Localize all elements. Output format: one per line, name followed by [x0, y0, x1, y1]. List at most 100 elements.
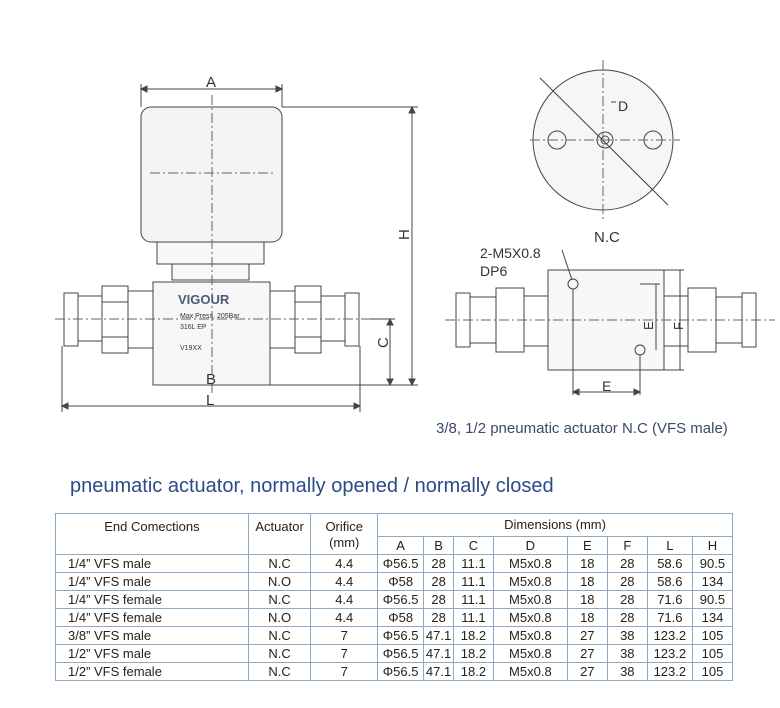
header-end-connections: End Comections: [55, 513, 249, 555]
cell-d: M5x0.8: [492, 626, 568, 645]
cell-d: M5x0.8: [492, 554, 568, 573]
cell-act: N.C: [247, 644, 312, 663]
cell-c: 18.2: [452, 644, 494, 663]
model-text: V19XX: [180, 345, 202, 352]
cell-b: 28: [423, 572, 454, 591]
cell-a: Φ58: [377, 572, 425, 591]
cell-d: M5x0.8: [492, 662, 568, 681]
cell-a: Φ56.5: [377, 590, 425, 609]
depth-label: DP6: [480, 263, 507, 279]
cell-end: 3/8” VFS male: [55, 626, 249, 645]
cell-c: 11.1: [452, 572, 494, 591]
header-dim-b: B: [423, 536, 454, 555]
cell-h: 90.5: [691, 590, 734, 609]
cell-e: 27: [566, 626, 608, 645]
cell-h: 134: [691, 572, 734, 591]
cell-orifice: 7: [310, 644, 379, 663]
cell-e: 27: [566, 644, 608, 663]
cell-l: 123.2: [646, 644, 693, 663]
figure-caption: 3/8, 1/2 pneumatic actuator N.C (VFS mal…: [436, 420, 728, 437]
cell-act: N.O: [247, 608, 312, 627]
cell-e: 18: [566, 554, 608, 573]
cell-act: N.C: [247, 554, 312, 573]
cell-f: 28: [606, 554, 648, 573]
cell-c: 11.1: [452, 590, 494, 609]
header-dim-f: F: [606, 536, 648, 555]
actuator-neck: [156, 241, 265, 265]
cell-a: Φ56.5: [377, 554, 425, 573]
cell-c: 18.2: [452, 626, 494, 645]
cell-end: 1/4” VFS male: [55, 554, 249, 573]
brand-logo: VIGOUR: [178, 292, 230, 307]
cell-d: M5x0.8: [492, 590, 568, 609]
cell-e: 18: [566, 608, 608, 627]
cell-a: Φ56.5: [377, 626, 425, 645]
cell-b: 28: [423, 590, 454, 609]
dim-label-a: A: [206, 74, 216, 91]
cell-act: N.O: [247, 572, 312, 591]
dim-label-f: F: [671, 322, 686, 330]
cell-orifice: 4.4: [310, 572, 379, 591]
cell-d: M5x0.8: [492, 572, 568, 591]
header-dim-d: D: [492, 536, 568, 555]
cell-a: Φ58: [377, 608, 425, 627]
cell-b: 47.1: [423, 662, 454, 681]
cell-orifice: 4.4: [310, 590, 379, 609]
cell-a: Φ56.5: [377, 662, 425, 681]
cell-l: 71.6: [646, 608, 693, 627]
cell-d: M5x0.8: [492, 608, 568, 627]
cell-orifice: 7: [310, 626, 379, 645]
cell-l: 71.6: [646, 590, 693, 609]
cell-f: 38: [606, 644, 648, 663]
cell-h: 90.5: [691, 554, 734, 573]
header-dim-c: C: [452, 536, 494, 555]
cell-end: 1/4” VFS female: [55, 608, 249, 627]
header-orifice: Orifice (mm): [310, 513, 379, 555]
section-title: pneumatic actuator, normally opened / no…: [70, 475, 554, 497]
cell-end: 1/2” VFS female: [55, 662, 249, 681]
cell-orifice: 4.4: [310, 608, 379, 627]
cell-l: 123.2: [646, 662, 693, 681]
dim-label-e-vertical: E: [641, 321, 656, 330]
cell-l: 58.6: [646, 554, 693, 573]
cell-act: N.C: [247, 662, 312, 681]
cell-f: 38: [606, 662, 648, 681]
cell-orifice: 7: [310, 662, 379, 681]
dim-label-h: H: [396, 229, 413, 240]
cell-b: 47.1: [423, 644, 454, 663]
header-actuator: Actuator: [247, 513, 312, 555]
max-press-text: Max Press. 205Bar: [180, 313, 240, 320]
cell-e: 18: [566, 590, 608, 609]
dim-label-e: E: [602, 378, 611, 394]
cell-c: 11.1: [452, 554, 494, 573]
material-text: 316L EP: [180, 324, 207, 331]
cell-l: 58.6: [646, 572, 693, 591]
dim-label-c: C: [375, 337, 392, 348]
cell-l: 123.2: [646, 626, 693, 645]
cell-orifice: 4.4: [310, 554, 379, 573]
cell-b: 47.1: [423, 626, 454, 645]
cell-h: 105: [691, 626, 734, 645]
cell-end: 1/4” VFS female: [55, 590, 249, 609]
header-dim-a: A: [377, 536, 425, 555]
dim-label-l: L: [206, 392, 214, 409]
thread-label: 2-M5X0.8: [480, 245, 541, 261]
cell-act: N.C: [247, 626, 312, 645]
cell-e: 18: [566, 572, 608, 591]
technical-drawing: A B L H C VIGOUR Max Press. 205Bar 316L …: [55, 60, 775, 412]
cell-end: 1/4” VFS male: [55, 572, 249, 591]
dim-label-d: D: [618, 98, 628, 114]
header-dim-h: H: [691, 536, 734, 555]
cell-f: 28: [606, 590, 648, 609]
cell-h: 134: [691, 608, 734, 627]
cell-act: N.C: [247, 590, 312, 609]
cell-c: 11.1: [452, 608, 494, 627]
cell-c: 18.2: [452, 662, 494, 681]
cell-b: 28: [423, 608, 454, 627]
